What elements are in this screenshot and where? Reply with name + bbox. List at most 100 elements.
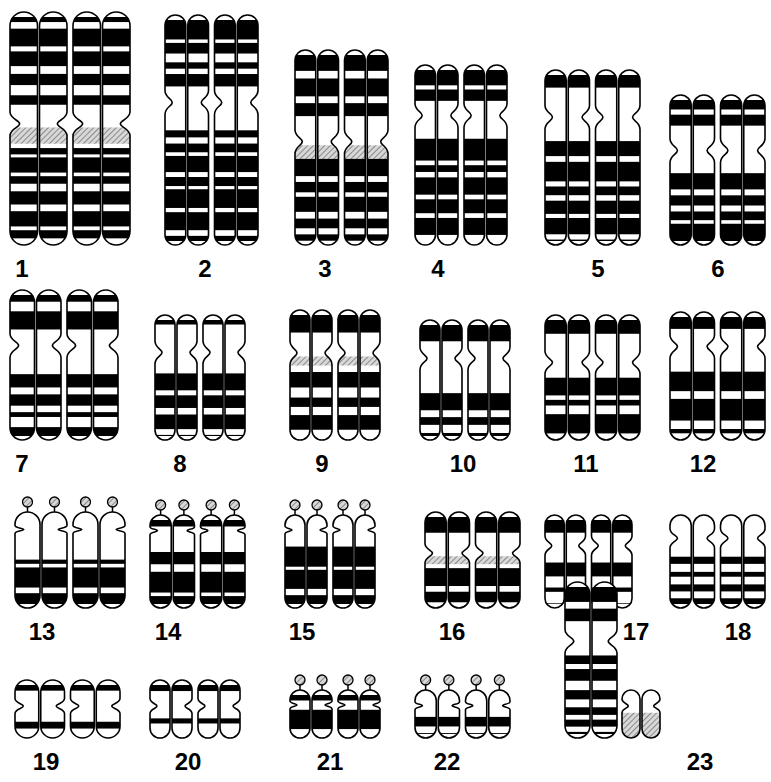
chromosome xyxy=(719,95,768,245)
band-group xyxy=(13,560,69,604)
band-group xyxy=(466,325,512,436)
dark-band xyxy=(213,130,261,137)
dark-band xyxy=(668,317,717,329)
chromosome-number: 1 xyxy=(15,255,28,283)
chromatid-outline xyxy=(592,582,617,738)
band-group xyxy=(336,315,382,430)
chromatid-outline xyxy=(307,515,327,608)
heterochromatin xyxy=(71,127,132,143)
chromosome-pair xyxy=(563,582,619,738)
chromosome-number: 19 xyxy=(33,748,60,776)
chromatid-outline xyxy=(619,70,640,245)
satellite xyxy=(290,500,300,510)
chromosome-pair xyxy=(283,500,377,608)
chromatid-outline xyxy=(312,690,332,738)
dark-band xyxy=(153,373,199,390)
chromatid-outline xyxy=(420,320,440,440)
chromatid-outline xyxy=(172,680,192,738)
chromosome-number: 2 xyxy=(198,255,211,283)
chromosome-pair xyxy=(668,95,767,245)
band-group xyxy=(8,295,63,436)
dark-band xyxy=(563,690,619,699)
dark-band xyxy=(8,295,63,302)
band-group xyxy=(543,320,592,433)
dark-band xyxy=(293,219,341,229)
satellite xyxy=(421,675,431,685)
chromosome xyxy=(283,500,329,608)
chromosome-number: 14 xyxy=(155,618,182,646)
dark-band xyxy=(594,320,643,334)
dark-band xyxy=(163,62,211,68)
dark-band xyxy=(213,20,261,39)
dark-band xyxy=(543,186,592,195)
dark-band xyxy=(65,427,120,436)
chromosome xyxy=(563,582,619,738)
band-group xyxy=(464,717,513,734)
chromosome xyxy=(69,680,123,738)
chromosome-number: 18 xyxy=(725,618,752,646)
chromosome xyxy=(148,680,194,738)
chromatid-outline xyxy=(596,315,617,440)
dark-band xyxy=(668,557,717,564)
chromatid-outline xyxy=(721,95,742,245)
dark-band xyxy=(418,433,464,436)
dark-band xyxy=(594,414,643,433)
chromosome xyxy=(201,315,247,440)
dark-band xyxy=(594,218,643,234)
chromatid-outline xyxy=(721,312,742,440)
dark-band xyxy=(163,236,211,241)
dark-band xyxy=(719,115,768,126)
chromatid xyxy=(415,690,436,738)
chromatid-outline xyxy=(466,690,487,738)
band-group xyxy=(213,20,261,241)
satellite xyxy=(471,675,481,685)
dark-band xyxy=(331,595,377,604)
dark-band xyxy=(543,520,588,533)
band-group xyxy=(336,695,382,729)
dark-band xyxy=(199,572,248,593)
band-group xyxy=(719,317,768,433)
dark-band xyxy=(199,520,248,526)
dark-band xyxy=(288,398,334,407)
dark-band xyxy=(343,157,391,176)
dark-band xyxy=(71,211,132,226)
dark-band xyxy=(8,211,69,226)
dark-band xyxy=(474,592,523,603)
chromatid-outline xyxy=(464,65,485,245)
chromosome-pair xyxy=(543,70,642,245)
chromosome xyxy=(343,50,391,245)
chromosome xyxy=(543,315,592,440)
chromosome-pair xyxy=(153,315,247,440)
chromatid-outline xyxy=(744,515,765,608)
band-group xyxy=(13,685,67,729)
dark-band xyxy=(153,320,199,325)
dark-band xyxy=(71,148,132,154)
dark-band xyxy=(8,427,63,436)
chromatid-outline xyxy=(367,50,388,245)
dark-band xyxy=(288,372,334,387)
dark-band xyxy=(213,189,261,208)
chromatid-outline xyxy=(10,290,35,440)
dark-band xyxy=(543,563,588,577)
dark-band xyxy=(668,572,717,577)
satellite xyxy=(365,675,375,685)
dark-band xyxy=(668,224,717,241)
dark-band xyxy=(719,399,768,421)
chromosome xyxy=(462,65,509,245)
chromosome xyxy=(71,12,132,245)
chromatid-outline xyxy=(476,512,497,608)
chromosome xyxy=(13,497,69,608)
dark-band xyxy=(413,165,460,172)
dark-band xyxy=(668,598,717,604)
dark-band xyxy=(283,570,329,589)
chromatid-outline xyxy=(415,690,436,738)
dark-band xyxy=(413,139,460,161)
chromatid-outline xyxy=(568,70,589,245)
chromatid-outline xyxy=(360,310,380,440)
chromatid-outline xyxy=(693,95,714,245)
dark-band xyxy=(719,224,768,241)
dark-band xyxy=(594,141,643,156)
chromosome-pair xyxy=(8,290,120,440)
dark-band xyxy=(293,182,341,192)
dark-band xyxy=(71,567,127,587)
